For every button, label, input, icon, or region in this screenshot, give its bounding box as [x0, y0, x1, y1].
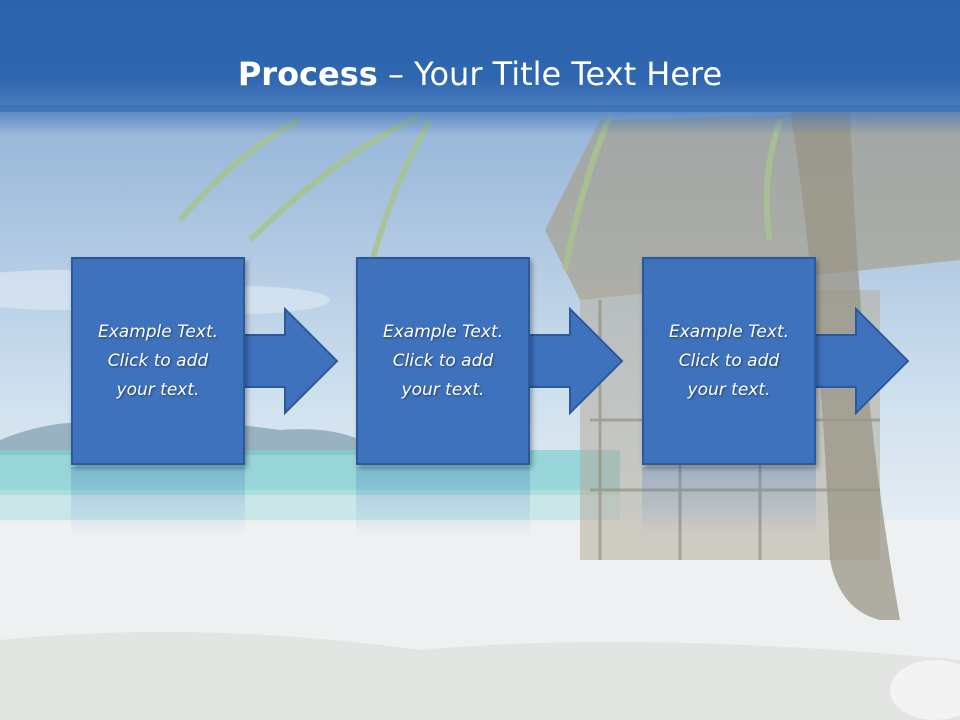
arrow-right-icon	[243, 307, 339, 416]
title-bar-fade	[0, 105, 960, 135]
arrow-right-icon	[528, 307, 624, 416]
title-text: – Your Title Text Here	[377, 55, 723, 93]
step-1-text: Example Text. Click to add your text.	[97, 321, 219, 400]
step-3-text: Example Text. Click to add your text.	[668, 321, 790, 400]
step-3-reflection	[642, 467, 816, 537]
slide-title[interactable]: Process – Your Title Text Here	[0, 52, 960, 96]
arrow-right-icon	[814, 307, 910, 416]
step-2-text: Example Text. Click to add your text.	[382, 321, 504, 400]
process-step-3[interactable]: Example Text. Click to add your text.	[642, 257, 816, 465]
title-bold: Process	[237, 55, 378, 93]
step-2-reflection	[356, 467, 530, 537]
process-step-2[interactable]: Example Text. Click to add your text.	[356, 257, 530, 465]
step-1-reflection	[71, 467, 245, 537]
process-step-1[interactable]: Example Text. Click to add your text.	[71, 257, 245, 465]
title-bar	[0, 0, 960, 112]
